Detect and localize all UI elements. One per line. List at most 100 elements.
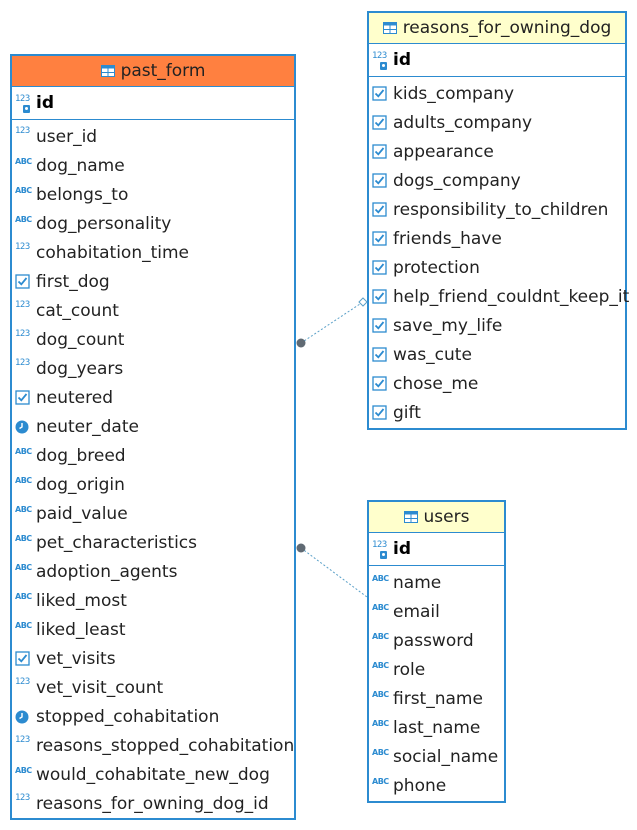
column-row[interactable]: ABC dog_breed [12,441,294,470]
column-name: friends_have [393,228,502,249]
clock-icon [15,420,33,434]
text-type-icon: ABC [15,215,32,224]
numeric-type-icon: 123 [15,126,30,136]
table-icon [403,511,418,523]
clock-icon [15,710,33,724]
text-type-icon: ABC [372,603,389,612]
pk-row[interactable]: 123 id [12,87,294,120]
column-name: responsibility_to_children [393,199,609,220]
column-name: reasons_for_owning_dog_id [36,793,269,814]
column-row[interactable]: protection [369,253,625,282]
column-row[interactable]: save_my_life [369,311,625,340]
table-reasons-for-owning-dog[interactable]: reasons_for_owning_dog 123 id kids_compa… [367,11,629,430]
column-row[interactable]: help_friend_couldnt_keep_it [369,282,629,311]
primary-key-icon: 123 [372,540,390,559]
text-type-icon: ABC [372,748,389,757]
checkbox-icon [372,202,390,217]
column-name: password [393,630,474,651]
pk-row[interactable]: 123 id [369,44,625,77]
primary-key-icon: 123 [15,94,33,113]
column-row[interactable]: 123 cat_count [12,296,294,325]
column-row[interactable]: gift [369,398,625,427]
column-row[interactable]: ABC dog_personality [12,209,294,238]
text-type-icon: ABC [15,563,32,572]
column-name: kids_company [393,83,515,104]
table-header[interactable]: reasons_for_owning_dog [369,13,625,44]
column-row[interactable]: adults_company [369,108,625,137]
column-name: neutered [36,387,113,408]
column-row[interactable]: neutered [12,383,294,412]
link-endpoint-one [358,297,368,307]
column-name: last_name [393,717,481,738]
column-name: vet_visits [36,648,116,669]
text-type-icon: ABC [15,534,32,543]
column-name: id [393,50,411,70]
numeric-type-icon: 123 [15,300,30,310]
column-name: social_name [393,746,499,767]
column-row[interactable]: vet_visits [12,644,294,673]
column-name: dog_personality [36,213,172,234]
column-row[interactable]: kids_company [369,79,625,108]
column-name: dog_years [36,358,124,379]
table-header[interactable]: users [369,502,504,533]
table-header[interactable]: past_form [12,56,294,87]
column-row[interactable]: was_cute [369,340,625,369]
text-type-icon: ABC [372,574,389,583]
checkbox-icon [372,86,390,101]
column-name: dog_breed [36,445,126,466]
text-type-icon: ABC [15,592,32,601]
text-type-icon: ABC [372,661,389,670]
column-name: liked_most [36,590,127,611]
column-row[interactable]: responsibility_to_children [369,195,625,224]
column-name: id [36,93,54,113]
column-row[interactable]: stopped_cohabitation [12,702,294,731]
column-name: liked_least [36,619,126,640]
link-past-form-to-reasons[interactable] [300,301,364,344]
column-row[interactable]: friends_have [369,224,625,253]
column-row[interactable]: dogs_company [369,166,625,195]
numeric-type-icon: 123 [15,677,30,687]
checkbox-icon [372,347,390,362]
column-row[interactable]: neuter_date [12,412,294,441]
column-row[interactable]: chose_me [369,369,625,398]
link-past-form-to-users[interactable] [300,547,368,598]
text-type-icon: ABC [15,157,32,166]
checkbox-icon [372,115,390,130]
column-name: cat_count [36,300,119,321]
column-row[interactable]: appearance [369,137,625,166]
text-type-icon: ABC [15,476,32,485]
column-row[interactable]: ABC liked_most [12,586,294,615]
text-type-icon: ABC [15,447,32,456]
pk-row[interactable]: 123 id [369,533,504,566]
column-row[interactable]: first_dog [12,267,294,296]
column-row[interactable]: ABC social_name [369,742,504,771]
table-title: past_form [120,61,206,81]
primary-key-icon: 123 [372,51,390,70]
